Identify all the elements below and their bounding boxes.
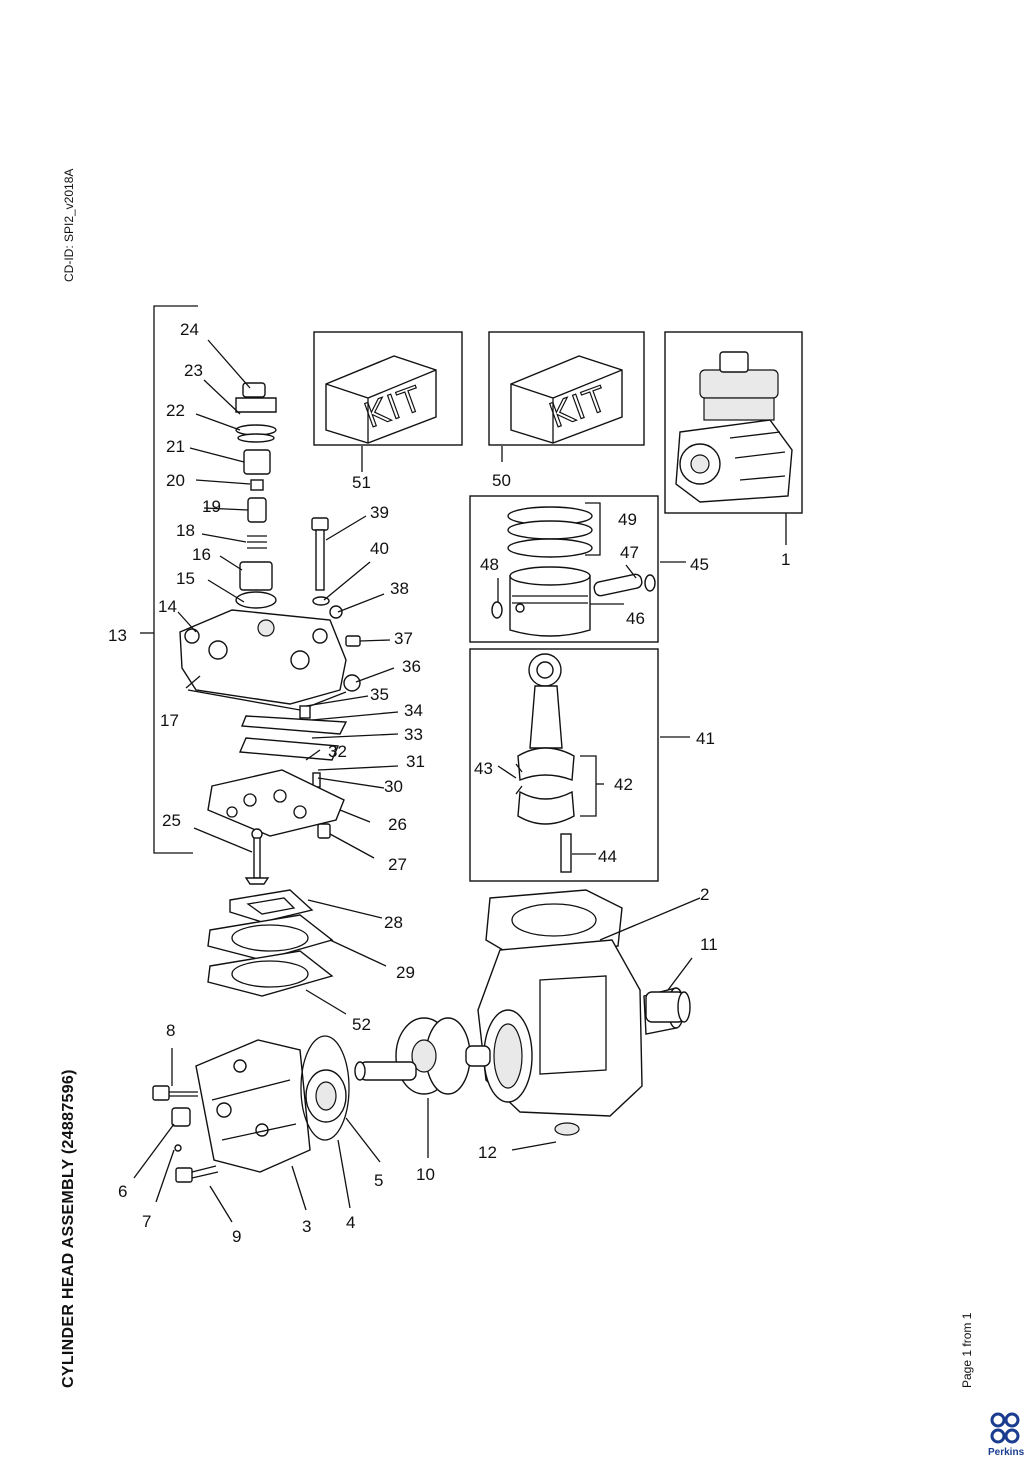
compressor-assembly-box (664, 331, 803, 514)
brand-name: Perkins (988, 1447, 1025, 1458)
callout-5: 5 (374, 1171, 383, 1190)
callout-39: 39 (370, 503, 389, 522)
drive-sleeve (645, 991, 691, 1023)
callout-19: 19 (202, 497, 221, 516)
group-13-bracket (140, 305, 198, 854)
callout-17: 17 (160, 711, 179, 730)
head-gaskets (207, 889, 334, 997)
callout-18: 18 (176, 521, 195, 540)
callout-21: 21 (166, 437, 185, 456)
callout-22: 22 (166, 401, 185, 420)
callout-26: 26 (388, 815, 407, 834)
callout-49: 49 (618, 510, 637, 529)
callout-14: 14 (158, 597, 177, 616)
callout-11: 11 (700, 935, 718, 954)
perkins-logo-icon (990, 1412, 1020, 1444)
callout-10: 10 (416, 1165, 435, 1184)
callout-16: 16 (192, 545, 211, 564)
callout-42: 42 (614, 775, 633, 794)
callout-27: 27 (388, 855, 407, 874)
end-cover (195, 1035, 350, 1173)
callout-7: 7 (142, 1212, 151, 1231)
callout-38: 38 (390, 579, 409, 598)
callout-43: 43 (474, 759, 493, 778)
callout-45: 45 (690, 555, 709, 574)
callout-37: 37 (394, 629, 413, 648)
callout-28: 28 (384, 913, 403, 932)
callout-29: 29 (396, 963, 415, 982)
crankshaft (354, 1017, 491, 1095)
fasteners (152, 1085, 219, 1183)
callout-2: 2 (700, 885, 709, 904)
cylinder-head-stack (179, 382, 361, 885)
callout-33: 33 (404, 725, 423, 744)
kit-50-box: KIT (488, 331, 645, 446)
callout-40: 40 (370, 539, 389, 558)
callout-32: 32 (328, 742, 347, 761)
callout-34: 34 (404, 701, 423, 720)
callout-1: 1 (781, 550, 790, 569)
callout-48: 48 (480, 555, 499, 574)
kit-51-box: KIT (313, 331, 463, 446)
callout-6: 6 (118, 1182, 127, 1201)
callout-47: 47 (620, 543, 639, 562)
callout-46: 46 (626, 609, 645, 628)
callout-25: 25 (162, 811, 181, 830)
callout-31: 31 (406, 752, 425, 771)
callout-3: 3 (302, 1217, 311, 1236)
callout-51: 51 (352, 473, 371, 492)
callout-15: 15 (176, 569, 195, 588)
callout-13: 13 (108, 626, 127, 645)
callout-30: 30 (384, 777, 403, 796)
callout-41: 41 (696, 729, 715, 748)
callout-12: 12 (478, 1143, 497, 1162)
callout-20: 20 (166, 471, 185, 490)
callout-44: 44 (598, 847, 617, 866)
callout-8: 8 (166, 1021, 175, 1040)
callout-23: 23 (184, 361, 203, 380)
piston-kit-box (469, 495, 659, 643)
callout-4: 4 (346, 1213, 355, 1232)
leader-lines (133, 339, 787, 1223)
callout-36: 36 (402, 657, 421, 676)
callout-9: 9 (232, 1227, 241, 1246)
callout-52: 52 (352, 1015, 371, 1034)
callout-50: 50 (492, 471, 511, 490)
connecting-rod-box (469, 648, 659, 882)
callout-24: 24 (180, 320, 199, 339)
callout-numbers: 1 2 3 4 5 6 7 8 9 10 11 12 13 14 15 16 1… (108, 320, 790, 1246)
callout-35: 35 (370, 685, 389, 704)
